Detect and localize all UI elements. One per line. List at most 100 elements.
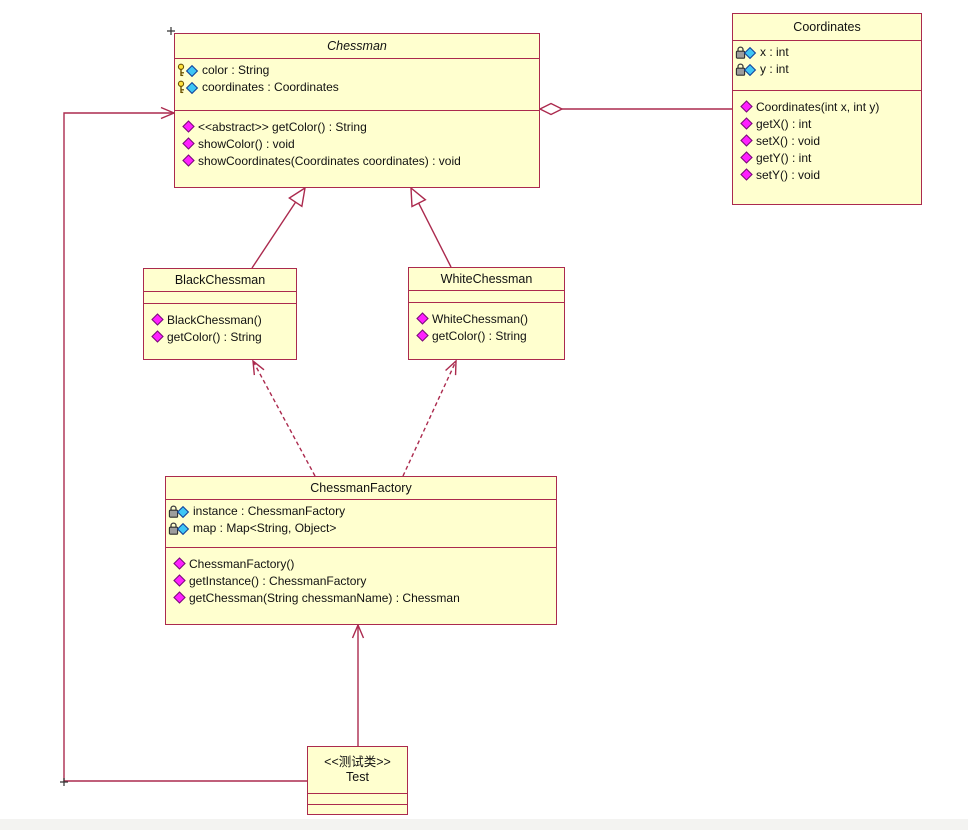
connector-test-to-factory[interactable] [351, 623, 365, 746]
class-name: Coordinates [793, 19, 861, 34]
method-row-text: setX() : void [756, 133, 821, 148]
class-name: WhiteChessman [440, 271, 533, 286]
public-method-icon [740, 134, 753, 147]
method-row[interactable]: getInstance() : ChessmanFactory [166, 572, 556, 589]
field-row[interactable]: x : int [733, 43, 921, 60]
method-row-text: getChessman(String chessmanName) : Chess… [189, 590, 460, 605]
method-row-text: ChessmanFactory() [189, 556, 295, 571]
method-row[interactable]: showColor() : void [175, 135, 539, 152]
public-method-icon [416, 329, 429, 342]
methods-section [308, 805, 407, 812]
bottom-bar [0, 819, 968, 830]
methods-section: ChessmanFactory() getInstance() : Chessma… [166, 548, 556, 606]
connector-factory-creates-whitechessman[interactable] [402, 359, 457, 477]
method-row[interactable]: getChessman(String chessmanName) : Chess… [166, 589, 556, 606]
methods-section: BlackChessman() getColor() : String [144, 304, 296, 345]
fields-section [308, 794, 407, 805]
method-row[interactable]: WhiteChessman() [409, 310, 564, 327]
method-row[interactable]: getY() : int [733, 149, 921, 166]
methods-section: <<abstract>> getColor() : String showColo… [175, 111, 539, 169]
method-row-text: Coordinates(int x, int y) [756, 99, 880, 114]
field-row[interactable]: y : int [733, 60, 921, 77]
private-field-icon [168, 521, 190, 535]
public-method-icon [173, 557, 186, 570]
connector-test-to-chessman[interactable] [63, 106, 307, 782]
public-method-icon [740, 117, 753, 130]
method-row-text: WhiteChessman() [432, 311, 529, 326]
field-row-text: instance : ChessmanFactory [193, 503, 346, 518]
method-row[interactable]: <<abstract>> getColor() : String [175, 118, 539, 135]
public-method-icon [173, 591, 186, 604]
connector-chessman-to-coordinates[interactable] [538, 102, 732, 116]
method-row-text: showCoordinates(Coordinates coordinates)… [198, 153, 461, 168]
method-row-text: showColor() : void [198, 136, 295, 151]
class-title-white-chessman: WhiteChessman [409, 268, 564, 291]
class-name: ChessmanFactory [310, 480, 412, 495]
public-method-icon [173, 574, 186, 587]
method-row[interactable]: setY() : void [733, 166, 921, 183]
connector-factory-creates-blackchessman[interactable] [252, 359, 316, 477]
public-method-icon [182, 154, 195, 167]
method-row-text: getColor() : String [432, 328, 527, 343]
public-method-icon [416, 312, 429, 325]
class-title-test: <<测试类>>Test [308, 747, 407, 794]
class-test[interactable]: <<测试类>>Test [307, 746, 408, 815]
method-row[interactable]: ChessmanFactory() [166, 555, 556, 572]
fields-section [409, 291, 564, 303]
method-row[interactable]: BlackChessman() [144, 311, 296, 328]
field-row-text: color : String [202, 62, 270, 77]
field-row[interactable]: coordinates : Coordinates [175, 78, 539, 95]
public-method-icon [182, 120, 195, 133]
private-field-icon [168, 504, 190, 518]
field-row-text: y : int [760, 61, 789, 76]
field-row[interactable]: instance : ChessmanFactory [166, 502, 556, 519]
class-stereotype: <<测试类>> [324, 755, 391, 769]
class-chessman[interactable]: Chessman color : String coordinates : Coor… [174, 33, 540, 188]
methods-section: WhiteChessman() getColor() : String [409, 303, 564, 344]
field-row-text: x : int [760, 44, 789, 59]
method-row-text: getY() : int [756, 150, 812, 165]
method-row-text: getX() : int [756, 116, 812, 131]
public-method-icon [740, 100, 753, 113]
protected-field-icon [177, 80, 199, 94]
method-row[interactable]: setX() : void [733, 132, 921, 149]
method-row-text: BlackChessman() [167, 312, 262, 327]
method-row[interactable]: getColor() : String [409, 327, 564, 344]
fields-section: x : int y : int [733, 41, 921, 91]
class-title-black-chessman: BlackChessman [144, 269, 296, 292]
class-name: Test [346, 770, 369, 784]
class-title-coordinates: Coordinates [733, 14, 921, 41]
connector-whitechessman-extends-chessman[interactable] [410, 186, 452, 268]
class-chessman-factory[interactable]: ChessmanFactory instance : ChessmanFactor… [165, 476, 557, 625]
fields-section: instance : ChessmanFactory map : Map<Stri… [166, 500, 556, 548]
field-row[interactable]: color : String [175, 61, 539, 78]
method-row[interactable]: Coordinates(int x, int y) [733, 98, 921, 115]
method-row[interactable]: showCoordinates(Coordinates coordinates)… [175, 152, 539, 169]
field-row-text: coordinates : Coordinates [202, 79, 339, 94]
field-row[interactable]: map : Map<String, Object> [166, 519, 556, 536]
fields-section [144, 292, 296, 304]
method-row[interactable]: getX() : int [733, 115, 921, 132]
class-title-chessman-factory: ChessmanFactory [166, 477, 556, 500]
private-field-icon [735, 45, 757, 59]
public-method-icon [151, 313, 164, 326]
field-row-text: map : Map<String, Object> [193, 520, 337, 535]
protected-field-icon [177, 63, 199, 77]
class-name: BlackChessman [174, 272, 266, 287]
method-row-text: getInstance() : ChessmanFactory [189, 573, 367, 588]
public-method-icon [740, 168, 753, 181]
method-row-text: <<abstract>> getColor() : String [198, 119, 367, 134]
methods-section: Coordinates(int x, int y) getX() : int set… [733, 91, 921, 183]
fields-section: color : String coordinates : Coordinates [175, 59, 539, 111]
public-method-icon [740, 151, 753, 164]
class-name: Chessman [327, 38, 387, 53]
private-field-icon [735, 62, 757, 76]
connector-blackchessman-extends-chessman[interactable] [251, 186, 306, 269]
method-row-text: getColor() : String [167, 329, 262, 344]
method-row[interactable]: getColor() : String [144, 328, 296, 345]
